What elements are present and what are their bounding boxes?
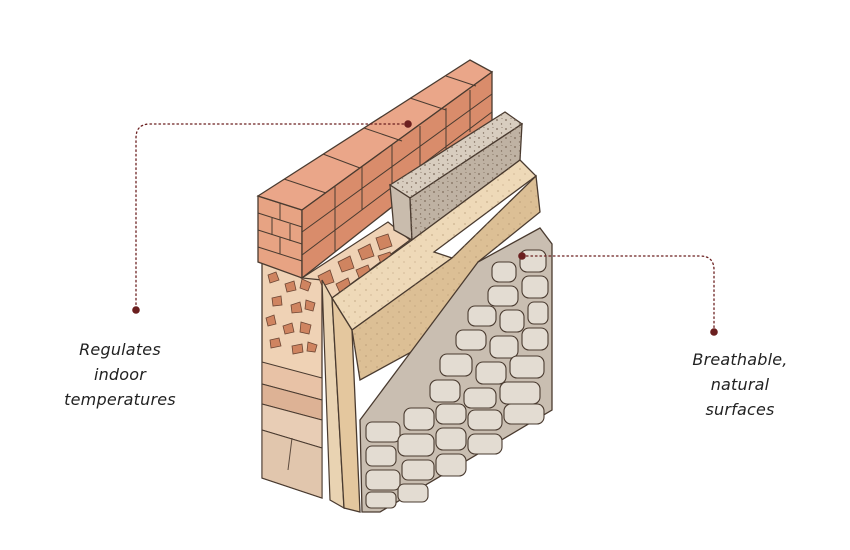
callout-label-left: Regulates indoor temperatures: [40, 337, 200, 412]
callout-left-line-2: indoor: [93, 365, 147, 384]
callout-label-right: Breathable, natural surfaces: [660, 347, 820, 422]
callout-right-line-3: surfaces: [705, 400, 775, 419]
callout-right-line-1: Breathable,: [692, 350, 788, 369]
callout-left-dot-top: [404, 120, 412, 128]
callout-right-line-2: natural: [710, 375, 770, 394]
gravel-layer: [388, 111, 524, 242]
left-face: [261, 261, 323, 499]
stones: [365, 249, 549, 509]
callout-left-dot-bottom: [132, 306, 140, 314]
callout-right-dot-top: [518, 252, 526, 260]
callout-leader-left: [135, 123, 409, 309]
callout-leader-right: [521, 255, 715, 331]
sand-plaster-layer: [321, 159, 541, 513]
callout-right-dot-bottom: [710, 328, 718, 336]
lower-left-bands: [261, 361, 323, 499]
stone-masonry: [359, 227, 553, 513]
callout-left-line-1: Regulates: [79, 340, 161, 359]
brick-layer: [256, 59, 494, 280]
rubble-chunks: [265, 271, 318, 355]
callout-left-line-3: temperatures: [64, 390, 176, 409]
